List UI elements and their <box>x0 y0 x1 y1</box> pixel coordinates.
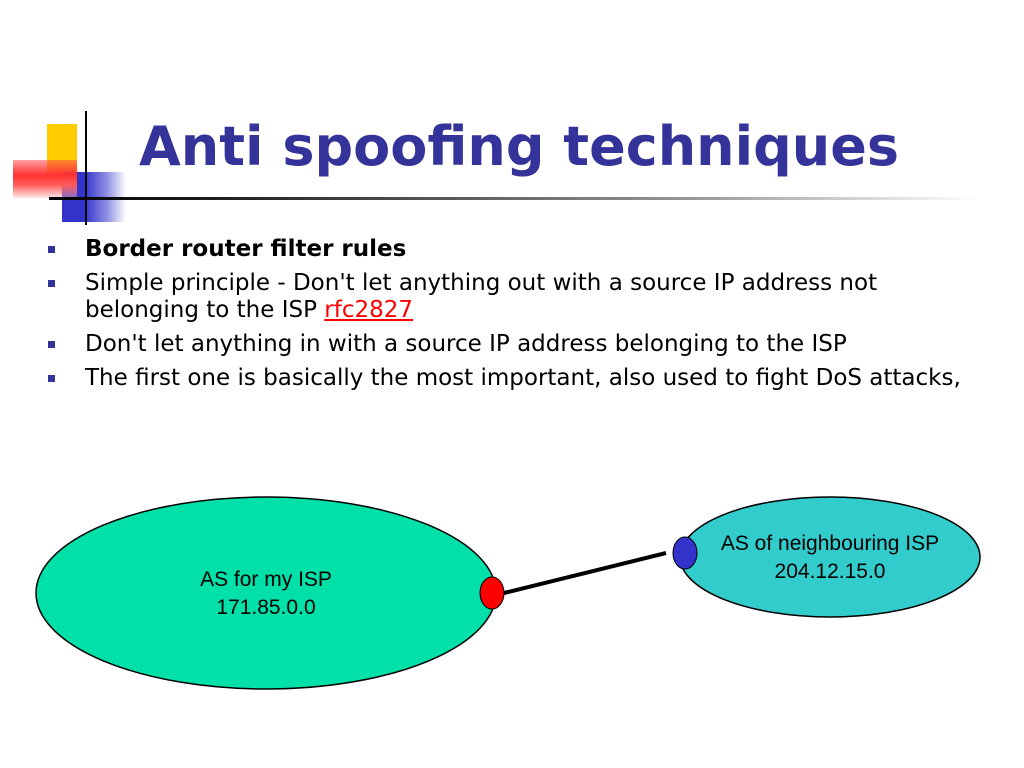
my-isp-address: 171.85.0.0 <box>216 596 316 619</box>
title-underline <box>49 197 979 200</box>
bullet-text: Simple principle - Don't let anything ou… <box>85 270 878 323</box>
bullet-list: Border router filter rules Simple princi… <box>45 236 975 399</box>
bullet-text: The first one is basically the most impo… <box>85 365 961 391</box>
bullet-item-simple-principle: Simple principle - Don't let anything ou… <box>45 270 975 324</box>
neighbour-isp-router-node <box>672 536 698 570</box>
logo-vertical-line <box>85 111 87 225</box>
bullet-square-icon <box>48 341 55 348</box>
my-isp-name: AS for my ISP <box>200 568 332 591</box>
bullet-item-dont-let-in: Don't let anything in with a source IP a… <box>45 331 975 358</box>
bullet-item-filter-rules: Border router filter rules <box>45 236 975 263</box>
slide-title: Anti spoofing techniques <box>139 115 899 178</box>
my-isp-label: AS for my ISP 171.85.0.0 <box>166 566 366 622</box>
neighbour-isp-name: AS of neighbouring ISP <box>720 532 940 555</box>
bullet-square-icon <box>48 246 55 253</box>
logo-red-block <box>13 160 77 198</box>
neighbour-isp-address: 204.12.15.0 <box>774 560 886 583</box>
bullet-square-icon <box>48 375 55 382</box>
bullet-text: Border router filter rules <box>85 236 407 262</box>
neighbour-isp-label: AS of neighbouring ISP 204.12.15.0 <box>680 530 980 586</box>
connection-link <box>503 551 667 595</box>
bullet-text: Don't let anything in with a source IP a… <box>85 331 847 357</box>
bullet-item-first-most-important: The first one is basically the most impo… <box>45 365 975 392</box>
bullet-square-icon <box>48 280 55 287</box>
my-isp-border-router-node <box>479 576 505 610</box>
rfc2827-link[interactable]: rfc2827 <box>324 297 414 323</box>
